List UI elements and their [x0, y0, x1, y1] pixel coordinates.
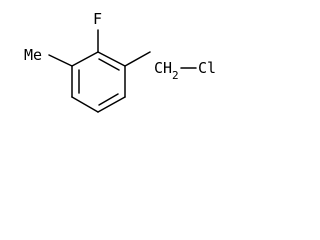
bond-to-chloromethyl — [124, 51, 151, 67]
aromatic-double-bonds — [78, 58, 120, 106]
ring-bond-bottom-right — [97, 96, 126, 113]
ch2-label: CH — [154, 59, 172, 77]
ring-bond-top-left — [71, 51, 99, 67]
fluorine-label: F — [93, 10, 102, 28]
chemical-structure-diagram: F Me CH 2 Cl — [24, 10, 216, 113]
benzene-ring — [71, 51, 126, 113]
methyl-label: Me — [24, 46, 42, 64]
inner-double-bond-bottom — [98, 93, 119, 106]
ring-bond-bottom-left — [71, 96, 99, 113]
inner-double-bond-top-right — [98, 58, 120, 71]
chlorine-label: Cl — [198, 59, 216, 77]
ring-bond-top-right — [97, 51, 126, 67]
ch2-subscript: 2 — [172, 69, 179, 82]
bond-to-methyl — [48, 54, 73, 67]
